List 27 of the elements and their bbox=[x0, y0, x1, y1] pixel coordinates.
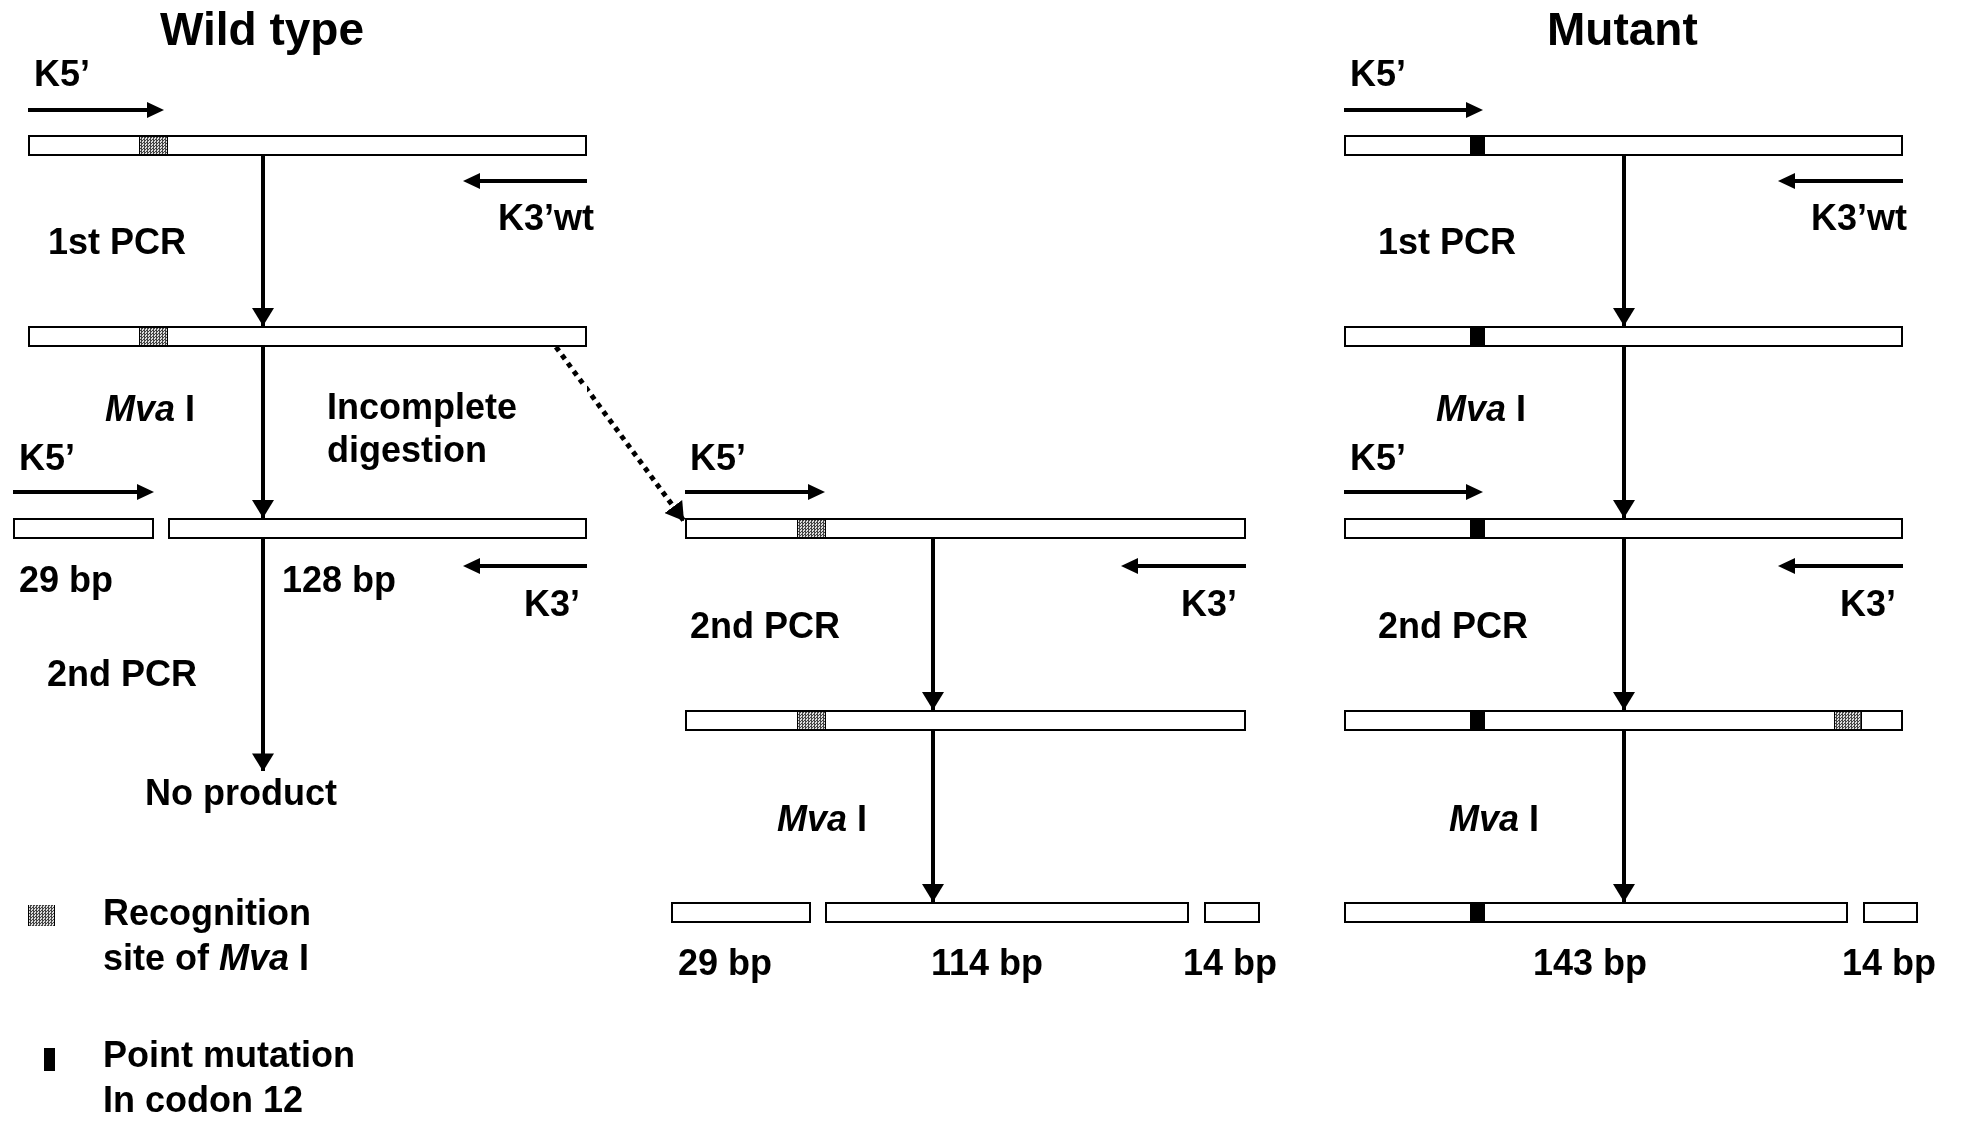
dna-fragment-bar bbox=[1344, 902, 1848, 923]
dna-fragment-bar bbox=[1344, 518, 1903, 539]
arrow bbox=[1613, 539, 1635, 710]
arrow bbox=[922, 539, 944, 710]
dna-fragment-bar bbox=[168, 518, 587, 539]
dna-fragment-bar bbox=[825, 902, 1189, 923]
dna-fragment-bar bbox=[13, 518, 154, 539]
dna-fragment-bar bbox=[1344, 135, 1903, 156]
dna-fragment-bar bbox=[685, 518, 1246, 539]
dna-fragment-bar bbox=[28, 135, 587, 156]
arrow bbox=[1613, 156, 1635, 326]
dna-fragment-bar bbox=[671, 902, 811, 923]
arrow bbox=[252, 539, 274, 772]
arrow bbox=[1613, 347, 1635, 518]
dna-fragment-bar bbox=[1344, 710, 1903, 731]
arrow bbox=[1613, 731, 1635, 902]
arrow bbox=[252, 347, 274, 518]
dna-fragment-bar bbox=[1204, 902, 1260, 923]
arrow bbox=[252, 156, 274, 326]
result-text: No product bbox=[145, 771, 337, 815]
dna-fragment-bar bbox=[28, 326, 587, 347]
dna-fragment-bar bbox=[685, 710, 1246, 731]
dna-fragment-bar bbox=[1863, 902, 1918, 923]
step-label: Incomplete digestion bbox=[327, 385, 587, 472]
arrow bbox=[554, 345, 686, 523]
arrow bbox=[922, 731, 944, 902]
dna-fragment-bar bbox=[1344, 326, 1903, 347]
